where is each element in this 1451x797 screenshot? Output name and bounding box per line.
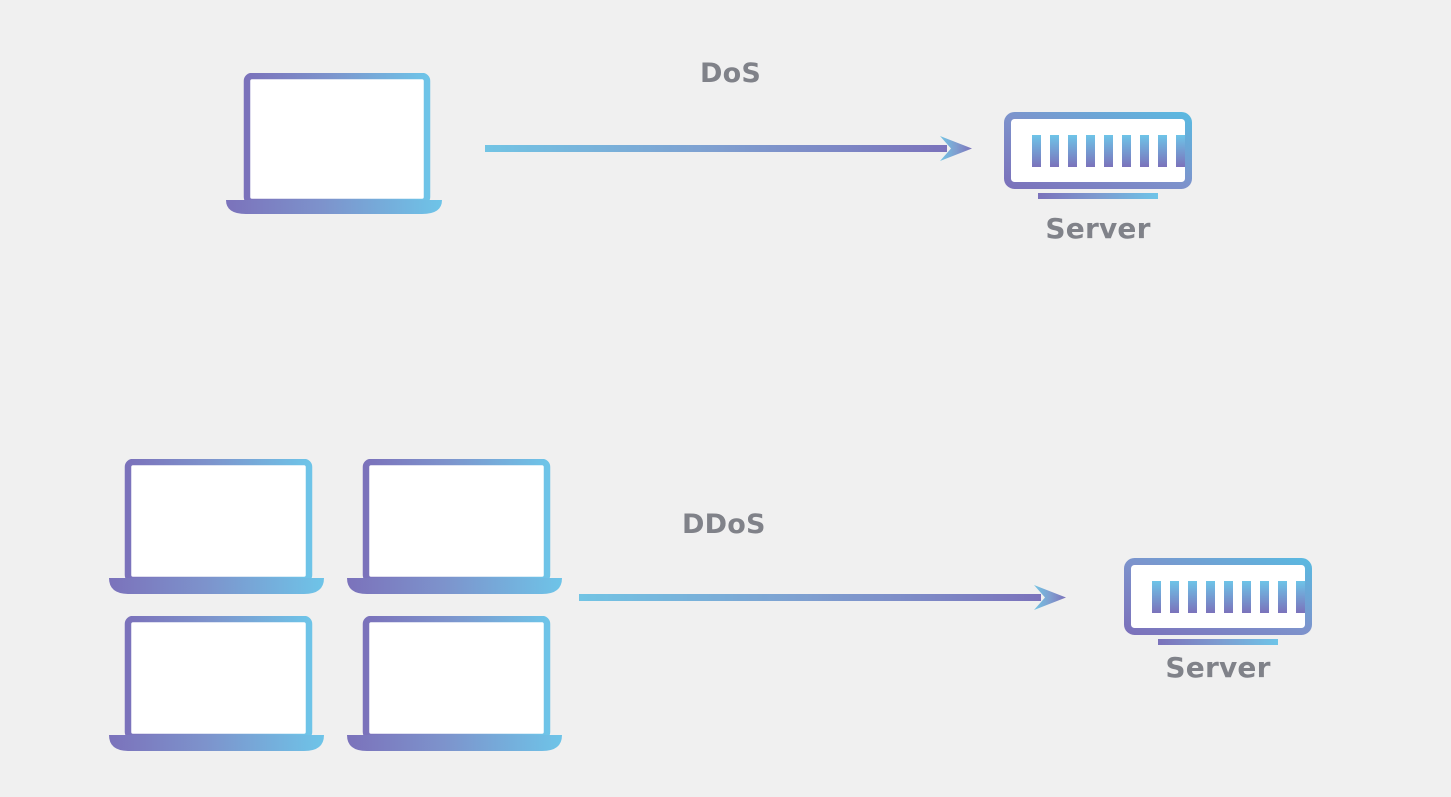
laptop-icon-dos-client — [224, 73, 444, 215]
attack-label-ddos: DDoS — [682, 509, 766, 540]
server-icon-dos — [1004, 112, 1192, 202]
server-label-dos: Server — [1045, 212, 1151, 245]
attack-label-dos: DoS — [700, 58, 762, 89]
server-icon-ddos — [1124, 558, 1312, 648]
server-label-ddos: Server — [1165, 651, 1271, 684]
arrow-right-icon-ddos — [579, 583, 1066, 613]
laptop-icon-ddos-client-1 — [108, 459, 328, 595]
laptop-icon-ddos-client-4 — [346, 616, 566, 752]
laptop-icon-ddos-client-2 — [346, 459, 566, 595]
arrow-right-icon-dos — [485, 134, 972, 164]
laptop-icon-ddos-client-3 — [108, 616, 328, 752]
